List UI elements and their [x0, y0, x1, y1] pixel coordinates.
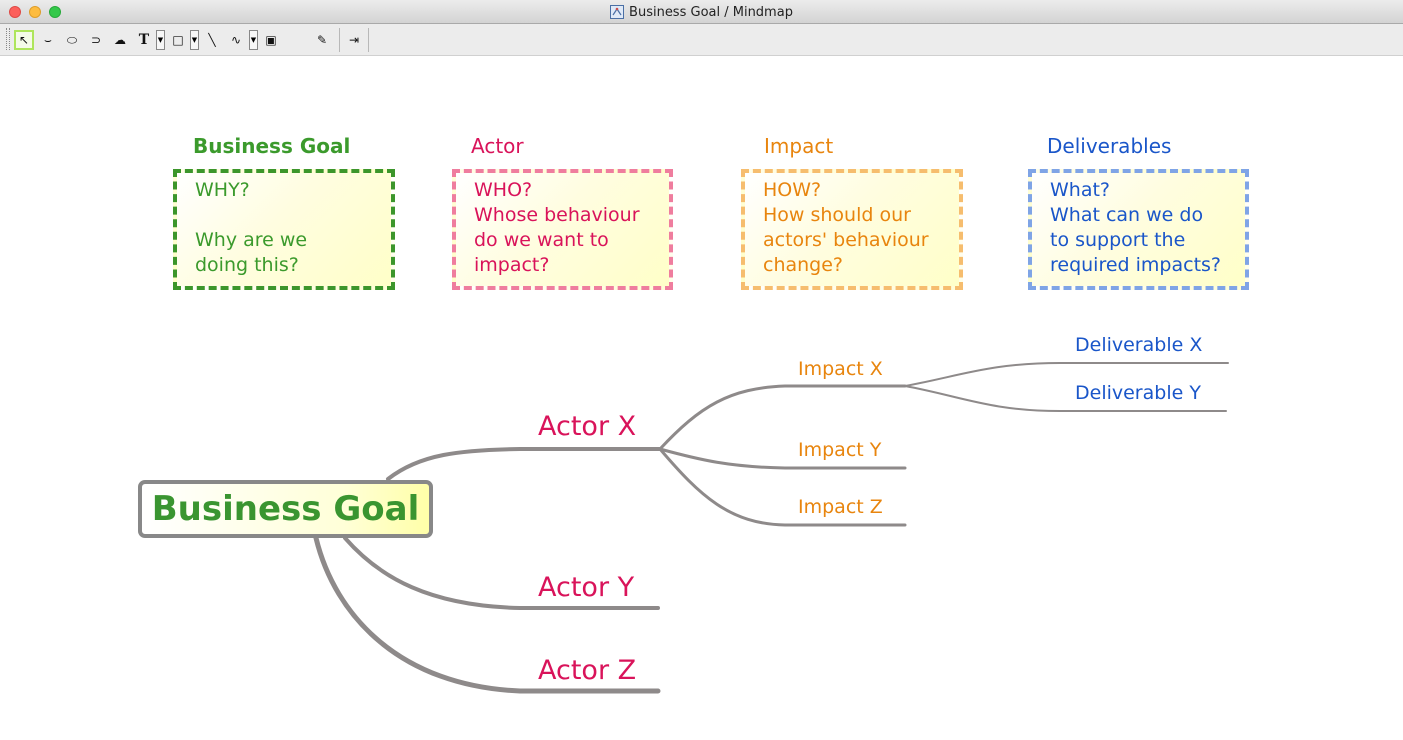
text-tool-dropdown[interactable]: ▼: [156, 30, 165, 50]
node-actor-y[interactable]: Actor Y: [538, 572, 635, 603]
line-icon: ╲: [208, 33, 216, 47]
node-impact-x[interactable]: Impact X: [798, 358, 883, 380]
legend-heading-business-goal: Business Goal: [193, 134, 351, 158]
text-tool-button[interactable]: T: [134, 30, 154, 50]
rectangle-tool-dropdown[interactable]: ▼: [190, 30, 199, 50]
window-title-area: Business Goal / Mindmap: [0, 0, 1403, 24]
edge-actor-x-impact-x: [658, 384, 907, 451]
legend-heading-impact: Impact: [764, 134, 834, 158]
legend-heading-deliverables: Deliverables: [1047, 134, 1172, 158]
edge-root-actor-z: [313, 535, 661, 694]
close-window-button[interactable]: [9, 6, 21, 18]
edge-impact-x-deliverable-y: [904, 385, 1227, 412]
node-actor-z[interactable]: Actor Z: [538, 655, 637, 686]
curve-tool-button[interactable]: ∿: [226, 30, 246, 50]
oval-tool-button[interactable]: ⬭: [62, 30, 82, 50]
node-deliverable-y[interactable]: Deliverable Y: [1075, 382, 1201, 404]
edge-root-actor-y: [343, 536, 660, 610]
zoom-window-button[interactable]: [49, 6, 61, 18]
edge-impact-x-deliverable-x: [904, 362, 1229, 387]
toolbar-grip[interactable]: [6, 28, 10, 50]
cloud-tool-button[interactable]: ☁: [110, 30, 130, 50]
toolbar-separator: [339, 28, 340, 52]
image-icon: ▣: [265, 33, 277, 47]
toolbar-separator: [368, 28, 369, 52]
insert-icon: ⇥: [348, 33, 360, 47]
legend-box-deliverables[interactable]: What? What can we do to support the requ…: [1028, 169, 1249, 290]
rectangle-icon: □: [172, 33, 184, 47]
select-tool-button[interactable]: ↖: [14, 30, 34, 50]
node-impact-z[interactable]: Impact Z: [798, 496, 883, 518]
minimize-window-button[interactable]: [29, 6, 41, 18]
insert-tool-button[interactable]: ⇥: [344, 30, 364, 50]
window-titlebar: Business Goal / Mindmap: [0, 0, 1403, 24]
mindmap-document-icon: [610, 5, 625, 19]
node-impact-y[interactable]: Impact Y: [798, 439, 882, 461]
window-title: Business Goal / Mindmap: [629, 4, 793, 20]
legend-heading-actor: Actor: [471, 134, 524, 158]
curve-tool-dropdown[interactable]: ▼: [249, 30, 258, 50]
legend-box-impact[interactable]: HOW? How should our actors' behaviour ch…: [741, 169, 963, 290]
pin-icon: ✎: [316, 33, 328, 47]
image-tool-button[interactable]: ▣: [261, 30, 281, 50]
cloud-icon: ☁: [114, 33, 126, 47]
drawing-toolbar: ↖ ⌣ ⬭ ⊃ ☁ T ▼ □ ▼ ╲ ∿ ▼ ▣ ✎ ⇥: [0, 24, 1403, 56]
dropdown-arrow-icon: ▼: [250, 36, 257, 44]
central-node-business-goal[interactable]: Business Goal: [138, 480, 433, 538]
edge-root-actor-x: [386, 447, 662, 481]
legend-box-business-goal[interactable]: WHY? Why are we doing this?: [173, 169, 395, 290]
text-icon: T: [138, 32, 150, 48]
edge-actor-x-impact-y: [658, 447, 907, 470]
mindmap-edges: [313, 362, 1229, 694]
mindmap-canvas[interactable]: Business Goal Actor Impact Deliverables …: [0, 56, 1403, 740]
legend-box-actor[interactable]: WHO? Whose behaviour do we want to impac…: [452, 169, 673, 290]
oval-icon: ⬭: [66, 32, 78, 47]
lasso-icon: ⊃: [90, 33, 102, 47]
node-deliverable-x[interactable]: Deliverable X: [1075, 334, 1203, 356]
select-arrow-icon: ↖: [18, 33, 30, 47]
rectangle-tool-button[interactable]: □: [168, 30, 188, 50]
pin-tool-button[interactable]: ✎: [312, 30, 332, 50]
lasso-tool-button[interactable]: ⊃: [86, 30, 106, 50]
connector-tool-button[interactable]: ⌣: [38, 30, 58, 50]
node-actor-x[interactable]: Actor X: [538, 411, 637, 442]
curve-icon: ∿: [230, 33, 242, 47]
dropdown-arrow-icon: ▼: [191, 36, 198, 44]
dropdown-arrow-icon: ▼: [157, 36, 164, 44]
line-tool-button[interactable]: ╲: [202, 30, 222, 50]
connector-icon: ⌣: [44, 32, 52, 47]
edge-actor-x-impact-z: [658, 447, 907, 527]
